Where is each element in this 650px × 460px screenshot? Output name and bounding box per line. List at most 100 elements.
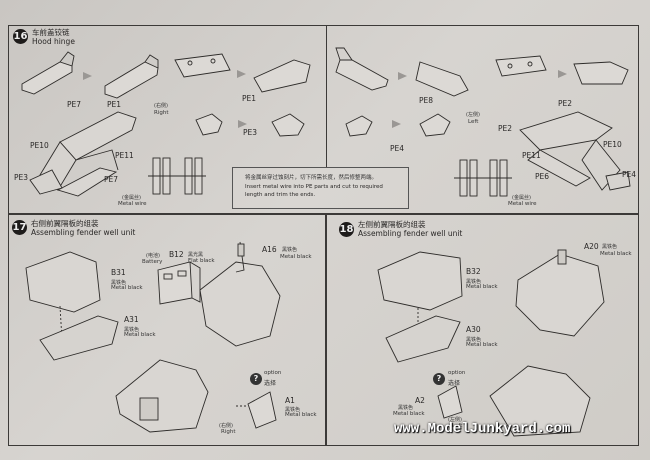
step16-title-en: Hood hinge bbox=[32, 37, 75, 46]
label-a31: A31 bbox=[124, 315, 139, 324]
label-a16: A16 bbox=[262, 245, 277, 254]
battery-cn: (电池) bbox=[146, 253, 160, 259]
step18-title-cn: 左侧前翼隔板的组装 bbox=[358, 220, 426, 229]
fender-unit-assembled-drawing bbox=[115, 359, 209, 433]
fender-unit-left-assembled-drawing bbox=[489, 365, 591, 437]
label-pe6: PE6 bbox=[535, 172, 550, 181]
metal-wire-right-drawing bbox=[454, 159, 512, 197]
metal-wire-en-left: Metal wire bbox=[118, 201, 147, 207]
metal-wire-cn-left: (金属丝) bbox=[122, 195, 141, 201]
label-pe1-mid: PE1 bbox=[242, 94, 257, 103]
step17-title-cn: 右侧前翼隔板的组装 bbox=[31, 219, 99, 228]
label-a2: A2 bbox=[415, 396, 425, 405]
pe2-plate-drawing bbox=[495, 55, 547, 77]
label-a1: A1 bbox=[285, 396, 295, 405]
label-pe2-right: PE2 bbox=[498, 124, 513, 133]
option-en-17: option bbox=[264, 370, 282, 376]
a1-part-drawing bbox=[247, 391, 277, 429]
b31-color-en: Metal black bbox=[111, 285, 143, 291]
metal-wire-cn-right: (金属丝) bbox=[512, 195, 531, 201]
label-pe11-left: PE11 bbox=[115, 151, 134, 160]
label-pe3-left: PE3 bbox=[14, 173, 29, 182]
left-cn-16: (左侧) bbox=[466, 112, 480, 118]
pe1-plate-drawing bbox=[174, 53, 231, 78]
b32-color-en: Metal black bbox=[466, 284, 498, 290]
note-cn: 将金属丝穿过蚀刻片，切下所需长度，然后修整两端。 bbox=[245, 175, 378, 181]
hinge-assembly-right-drawing bbox=[519, 111, 631, 191]
step17-frame bbox=[8, 214, 326, 446]
step17-title-en: Assembling fender well unit bbox=[31, 228, 136, 237]
metal-wire-en-right: Metal wire bbox=[508, 201, 537, 207]
a2-color-cn: 黑铁色 bbox=[398, 405, 414, 411]
right-cn-17: (右侧) bbox=[219, 423, 233, 429]
option-cn-18: 选择 bbox=[448, 380, 461, 387]
pe1-part-drawing bbox=[104, 61, 159, 99]
b12-color-cn: 黑光黑 bbox=[188, 252, 204, 258]
pe7-part-drawing bbox=[21, 51, 75, 95]
a31-color-en: Metal black bbox=[124, 332, 156, 338]
label-pe3: PE3 bbox=[243, 128, 258, 137]
watermark: www.ModelJunkyard.com bbox=[394, 421, 571, 437]
label-pe10-right: PE10 bbox=[603, 140, 622, 149]
fender-unit-left-drawing bbox=[515, 253, 605, 337]
arrow-shape bbox=[83, 72, 92, 80]
option-icon-18: ? bbox=[433, 373, 445, 385]
metal-wire-left-drawing bbox=[148, 157, 206, 195]
b12-color-en: Flat black bbox=[188, 258, 215, 264]
b32-part-drawing bbox=[377, 251, 463, 311]
step16-title-cn: 车前盖铰链 bbox=[32, 28, 70, 37]
label-b32: B32 bbox=[466, 267, 481, 276]
label-pe7-top: PE7 bbox=[67, 100, 82, 109]
battery-en: Battery bbox=[142, 259, 163, 265]
a31-color-cn: 黑铁色 bbox=[124, 327, 140, 333]
label-pe7-left: PE7 bbox=[104, 175, 119, 184]
note-en-line1: Insert metal wire into PE parts and cut … bbox=[245, 184, 383, 190]
pe8-part-drawing bbox=[335, 47, 389, 91]
step18-number: 18 bbox=[339, 222, 354, 237]
option-icon-17: ? bbox=[250, 373, 262, 385]
a2-color-en: Metal black bbox=[393, 411, 425, 417]
left-en-18: Left bbox=[452, 423, 463, 429]
pe2-assembled-drawing bbox=[573, 61, 629, 85]
right-en-16: Right bbox=[154, 110, 169, 116]
metal-wire-note: 将金属丝穿过蚀刻片，切下所需长度，然后修整两端。 Insert metal wi… bbox=[232, 167, 409, 209]
label-pe11-right: PE11 bbox=[522, 151, 541, 160]
a1-color-cn: 黑铁色 bbox=[285, 407, 301, 413]
a30-color-en: Metal black bbox=[466, 342, 498, 348]
pe3-assembled-drawing bbox=[271, 113, 305, 137]
right-en-17: Right bbox=[221, 429, 236, 435]
a20-color-en: Metal black bbox=[600, 251, 632, 257]
label-pe2-top: PE2 bbox=[558, 99, 573, 108]
a16-part-drawing bbox=[199, 261, 281, 347]
step16-number: 16 bbox=[13, 29, 28, 44]
option-en-18: option bbox=[448, 370, 466, 376]
label-pe10-left: PE10 bbox=[30, 141, 49, 150]
option-cn-17: 选择 bbox=[264, 380, 277, 387]
label-pe4-right: PE4 bbox=[622, 170, 637, 179]
a16-color-en: Metal black bbox=[280, 254, 312, 260]
label-b12: B12 bbox=[169, 250, 184, 259]
a2-part-drawing bbox=[437, 385, 463, 419]
step18-title-en: Assembling fender well unit bbox=[358, 229, 463, 238]
pe3-part-drawing bbox=[195, 113, 223, 136]
b32-color-cn: 黑铁色 bbox=[466, 279, 482, 285]
label-pe4: PE4 bbox=[390, 144, 405, 153]
pe4-part-drawing bbox=[345, 115, 373, 137]
a16-color-cn: 黑铁色 bbox=[282, 247, 298, 253]
step17-number: 17 bbox=[12, 220, 27, 235]
left-en-16: Left bbox=[468, 119, 479, 125]
b31-part-drawing bbox=[25, 251, 101, 313]
a31-part-drawing bbox=[39, 315, 119, 361]
label-pe8: PE8 bbox=[419, 96, 434, 105]
step18-frame bbox=[326, 214, 639, 446]
arrow-shape bbox=[237, 70, 246, 78]
pe1-assembled-drawing bbox=[253, 59, 311, 93]
step16-divider bbox=[326, 25, 327, 168]
note-en-line2: length and trim the ends. bbox=[245, 192, 316, 198]
a30-color-cn: 黑铁色 bbox=[466, 337, 482, 343]
label-pe1-top: PE1 bbox=[107, 100, 122, 109]
a1-color-en: Metal black bbox=[285, 412, 317, 418]
label-a20: A20 bbox=[584, 242, 599, 251]
battery-drawing bbox=[157, 261, 201, 305]
left-cn-18: (左侧) bbox=[448, 417, 462, 423]
